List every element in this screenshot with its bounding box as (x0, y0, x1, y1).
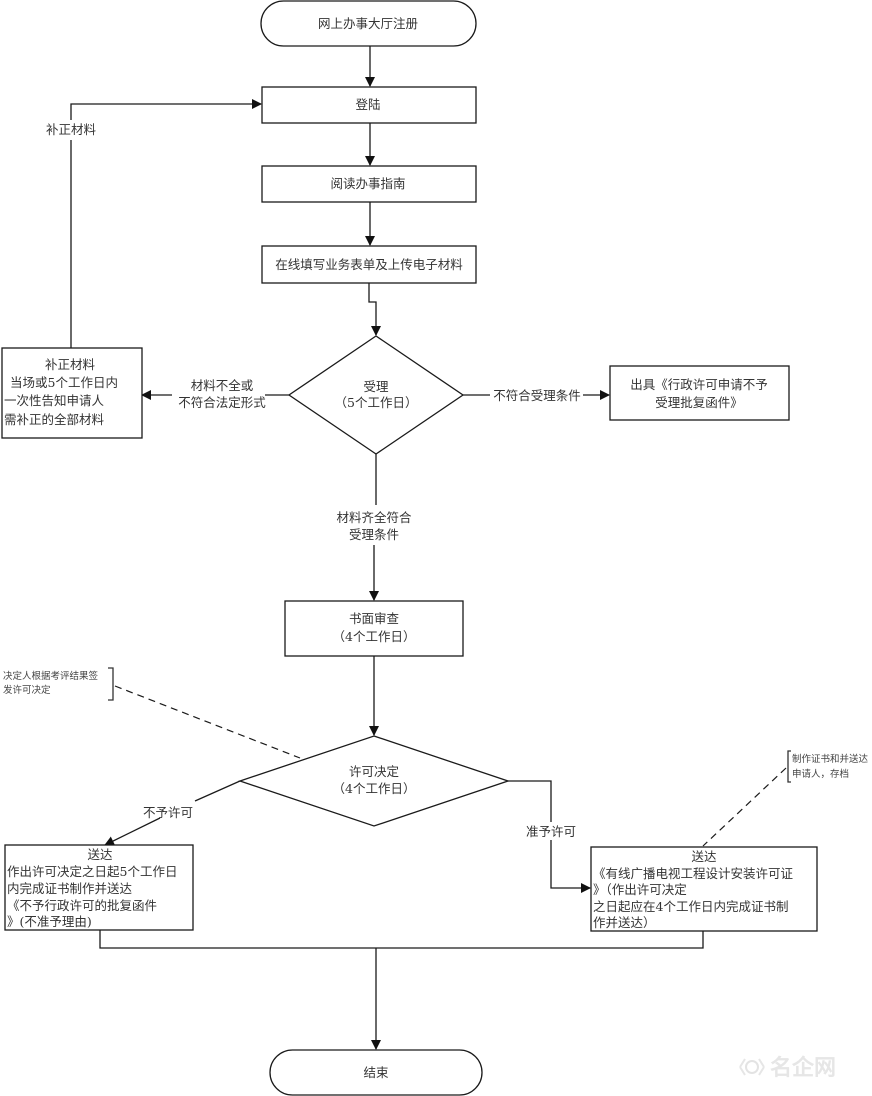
node-accept: 受理 （5个工作日） (287, 335, 465, 455)
node-login-label: 登陆 (355, 97, 380, 112)
annotation-grant-note: 制作证书和并送达 申请人，存档 (702, 750, 869, 847)
annotation-decision-note-line-2: 发许可决定 (3, 684, 51, 696)
node-read-guide: 阅读办事指南 (261, 165, 477, 203)
edge-not-eligible-label: 不符合受理条件 (493, 388, 581, 403)
edge-grant-seg2 (550, 840, 591, 893)
node-register-label: 网上办事大厅注册 (318, 16, 418, 31)
node-deliver-deny-line-2: 内完成证书制作并送达 (7, 881, 133, 896)
node-written-review-title: 书面审查 (349, 611, 400, 626)
annotation-decision-note: 决定人根据考评结果签 发许可决定 (3, 667, 301, 759)
node-deliver-deny-title: 送达 (87, 847, 113, 862)
node-login: 登陆 (261, 86, 477, 124)
node-deliver-grant: 送达 《有线广播电视工程设计安装许可证 》（作出许可决定 之日起应在4个工作日内… (590, 846, 818, 932)
node-end: 结束 (269, 1049, 483, 1096)
watermark-logo-icon (745, 1060, 759, 1074)
watermark-chevron-icon (739, 1058, 765, 1076)
annotation-connector (702, 767, 787, 847)
edge-deny-label: 不予许可 (143, 805, 193, 820)
annotation-connector (114, 685, 301, 759)
node-fill-form-label: 在线填写业务表单及上传电子材料 (275, 257, 463, 272)
node-fill-form: 在线填写业务表单及上传电子材料 (261, 245, 477, 284)
node-deliver-deny-line-1: 作出许可决定之日起5个工作日 (7, 864, 177, 879)
node-supplement: 补正材料 当场或5个工作日内 一次性告知申请人 需补正的全部材料 (1, 347, 143, 439)
node-reject-notice-line-2: 受理批复函件》 (655, 395, 743, 410)
node-supplement-line-1: 补正材料 (45, 357, 96, 372)
edge-complete-label-1: 材料齐全符合 (336, 510, 412, 525)
annotation-grant-note-line-2: 申请人，存档 (792, 768, 849, 780)
node-deliver-grant-line-1: 《有线广播电视工程设计安装许可证 (593, 866, 794, 881)
watermark-text: 名企网 (770, 1055, 836, 1081)
node-deliver-deny-line-3: 《不予行政许可的批复函件 (7, 898, 157, 913)
edge-incomplete-label-2: 不符合法定形式 (178, 395, 266, 410)
node-deliver-deny-line-4: 》(不准予理由) (7, 914, 92, 929)
node-reject-notice-line-1: 出具《行政许可申请不予 (630, 377, 768, 392)
node-decision-duration: （4个工作日） (333, 781, 416, 796)
node-deliver-grant-title: 送达 (691, 849, 717, 864)
edge-loop-label: 补正材料 (46, 122, 97, 137)
edge-deny-seg1 (194, 780, 241, 802)
node-decision: 许可决定 （4个工作日） (237, 735, 511, 827)
bracket-icon (787, 750, 791, 783)
edge-loop-seg2 (70, 99, 262, 120)
node-written-review: 书面审查 （4个工作日） (284, 600, 464, 657)
node-deliver-grant-line-3: 之日起应在4个工作日内完成证书制 (593, 899, 788, 914)
node-supplement-line-2: 当场或5个工作日内 (10, 375, 118, 390)
node-deliver-grant-line-4: 作并送达） (593, 915, 656, 930)
annotation-grant-note-line-1: 制作证书和并送达 (792, 753, 869, 765)
edge-grant-label: 准予许可 (526, 824, 576, 839)
node-end-label: 结束 (363, 1065, 389, 1080)
edge-grant-seg1 (508, 780, 552, 822)
node-supplement-line-3: 一次性告知申请人 (4, 393, 105, 408)
node-register: 网上办事大厅注册 (260, 0, 477, 47)
bracket-icon (108, 667, 114, 701)
edge-merge (99, 930, 704, 949)
node-written-review-duration: （4个工作日） (333, 629, 416, 644)
node-supplement-line-4: 需补正的全部材料 (4, 412, 105, 427)
edge-deny-seg2 (104, 817, 161, 846)
edge-incomplete-label-1: 材料不全或 (191, 378, 254, 393)
node-deliver-grant-line-2: 》（作出许可决定 (593, 882, 687, 897)
watermark: 名企网 (739, 1055, 836, 1081)
node-accept-duration: （5个工作日） (335, 395, 418, 410)
node-read-guide-label: 阅读办事指南 (330, 176, 405, 191)
edge-complete-label-2: 受理条件 (349, 527, 399, 542)
node-deliver-deny: 送达 作出许可决定之日起5个工作日 内完成证书制作并送达 《不予行政许可的批复函… (4, 844, 194, 931)
node-accept-title: 受理 (363, 379, 389, 394)
annotation-decision-note-line-1: 决定人根据考评结果签 (3, 670, 99, 682)
node-reject-notice: 出具《行政许可申请不予 受理批复函件》 (609, 365, 790, 421)
node-decision-title: 许可决定 (349, 764, 399, 779)
edge-fill-accept (368, 283, 381, 336)
